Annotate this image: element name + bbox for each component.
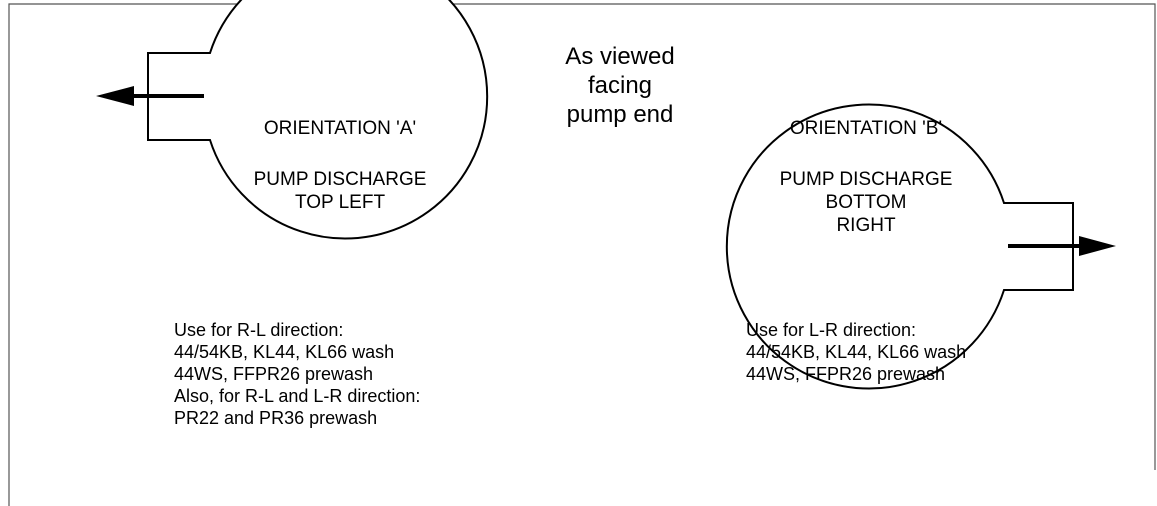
orientation-b-title: ORIENTATION 'B' (789, 118, 943, 139)
orientation-a-line-1: PUMP DISCHARGE (253, 169, 427, 190)
pump-b-outline (725, 103, 1074, 390)
orientation-b-line-2: BOTTOM (825, 192, 907, 213)
orientation-a-note-4: Also, for R-L and L-R direction: (174, 386, 421, 406)
orientation-a-note-3: 44WS, FFPR26 prewash (174, 364, 374, 384)
orientation-b-note-2: 44/54KB, KL44, KL66 wash (746, 342, 967, 362)
view-heading-line-2: facing (587, 72, 653, 99)
orientation-b-note-3: 44WS, FFPR26 prewash (746, 364, 946, 384)
pump-a-outline (147, 0, 489, 240)
orientation-a-note-5: PR22 and PR36 prewash (174, 408, 378, 428)
pump-a-discharge-arrow-head (96, 86, 134, 106)
orientation-a-note-2: 44/54KB, KL44, KL66 wash (174, 342, 395, 362)
orientation-b-line-1: PUMP DISCHARGE (779, 169, 953, 190)
view-heading: As viewed facing pump end (565, 42, 674, 129)
orientation-b-line-3: RIGHT (836, 215, 896, 236)
page-border (8, 3, 1156, 506)
orientation-a-note-1: Use for R-L direction: (174, 320, 344, 340)
orientation-b-note-1: Use for L-R direction: (746, 320, 917, 340)
pump-b-discharge-arrow-head (1079, 236, 1116, 256)
orientation-a-title: ORIENTATION 'A' (263, 118, 417, 139)
view-heading-line-3: pump end (566, 101, 674, 128)
orientation-b-notes: Use for L-R direction: 44/54KB, KL44, KL… (746, 319, 966, 385)
orientation-a-notes: Use for R-L direction: 44/54KB, KL44, KL… (174, 319, 420, 429)
view-heading-line-1: As viewed (565, 43, 675, 70)
pump-orientation-b (725, 103, 1116, 390)
orientation-a-line-2: TOP LEFT (294, 192, 386, 213)
pump-orientation-a (96, 0, 489, 240)
